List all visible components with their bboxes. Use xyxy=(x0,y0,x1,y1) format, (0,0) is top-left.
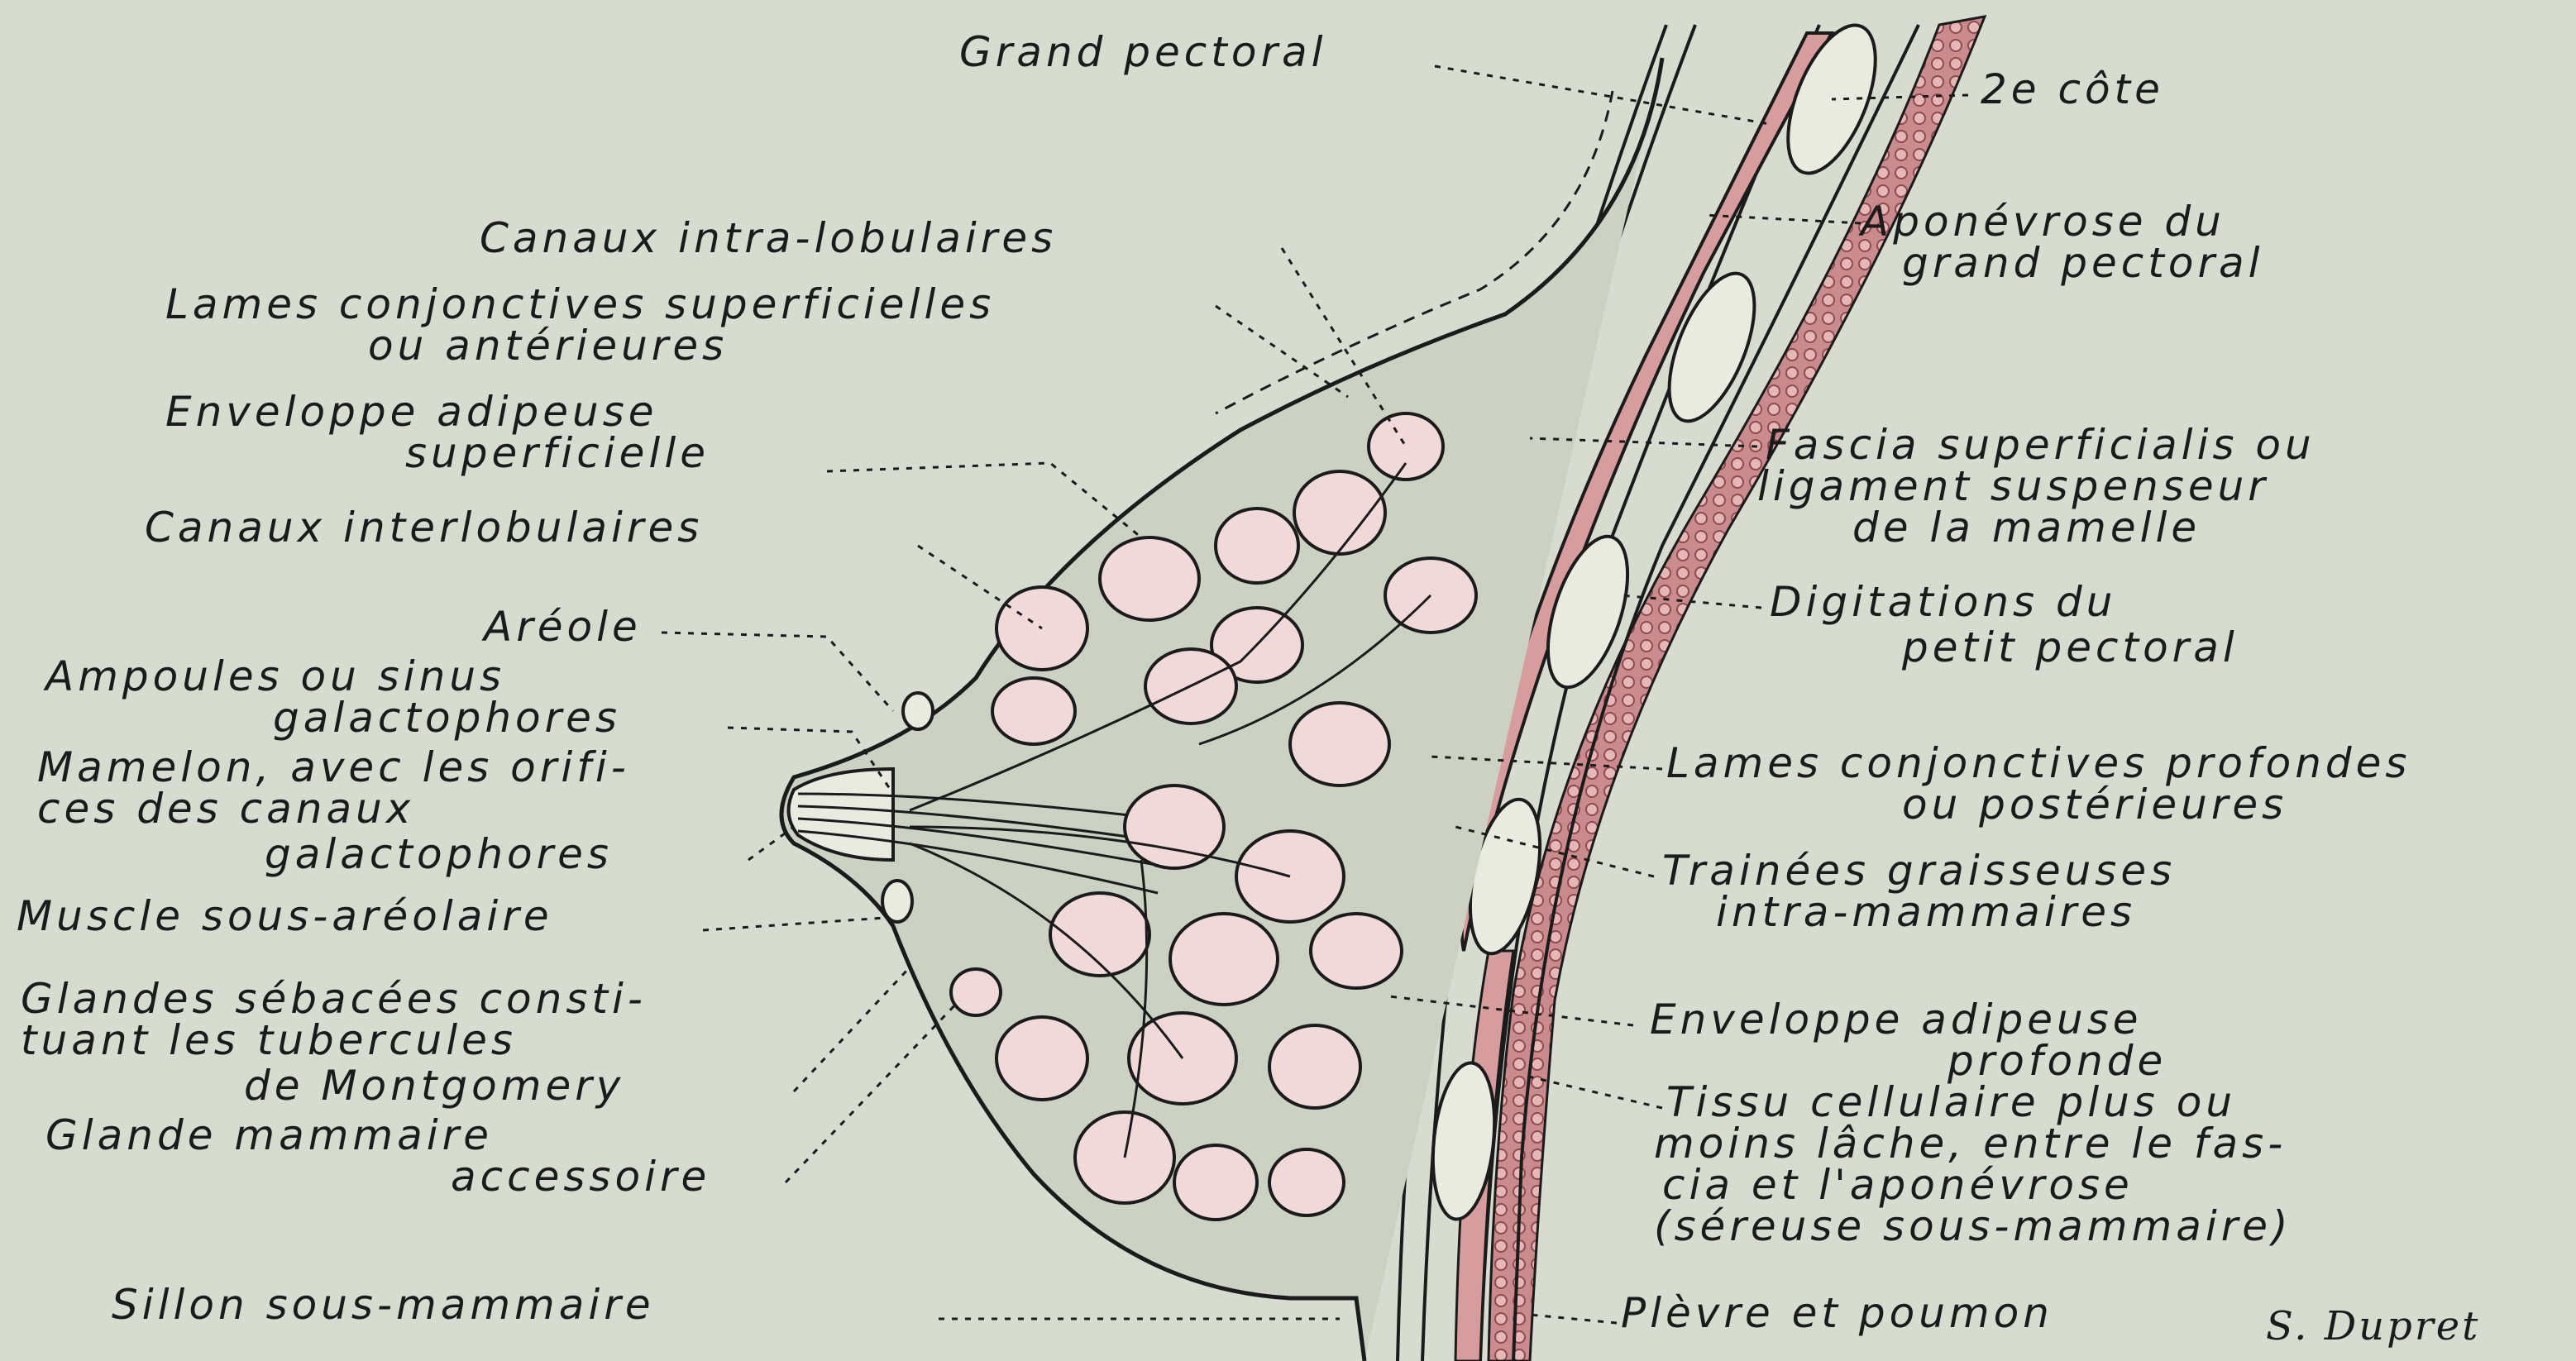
label-mamelon-2: ces des canaux xyxy=(37,785,414,833)
label-cote: 2e côte xyxy=(1981,65,2164,113)
label-enveloppe-superficielle-2: superficielle xyxy=(405,429,710,477)
label-glande-accessoire-1: Glande mammaire xyxy=(45,1111,493,1159)
label-sillon: Sillon sous-mammaire xyxy=(112,1281,655,1329)
label-lames-superficielles-2: ou antérieures xyxy=(368,322,728,370)
label-digitations-2: petit pectoral xyxy=(1901,623,2239,671)
label-glandes-3: de Montgomery xyxy=(244,1062,624,1110)
label-ampoules-2: galactophores xyxy=(273,694,621,742)
label-lames-profondes-2: ou postérieures xyxy=(1902,781,2287,829)
label-trainees-2: intra-mammaires xyxy=(1716,888,2136,936)
label-glandes-2: tuant les tubercules xyxy=(21,1016,517,1064)
label-fascia-3: de la mamelle xyxy=(1852,504,2201,552)
label-digitations-1: Digitations du xyxy=(1770,578,2116,626)
label-glande-accessoire-2: accessoire xyxy=(451,1153,710,1201)
label-areole: Aréole xyxy=(481,603,642,651)
label-aponevrose-2: grand pectoral xyxy=(1902,239,2264,287)
label-mamelon-3: galactophores xyxy=(265,830,613,878)
label-plevre: Plèvre et poumon xyxy=(1621,1289,2053,1337)
label-grand-pectoral: Grand pectoral xyxy=(959,28,1327,76)
label-canaux-intra-lobulaires: Canaux intra-lobulaires xyxy=(480,214,1057,262)
label-tissu-4: (séreuse sous-mammaire) xyxy=(1654,1202,2292,1250)
artist-signature: S. Dupret xyxy=(2266,1303,2480,1349)
label-muscle-sous-areolaire: Muscle sous-aréolaire xyxy=(17,892,553,940)
label-canaux-interlobulaires: Canaux interlobulaires xyxy=(145,504,703,552)
